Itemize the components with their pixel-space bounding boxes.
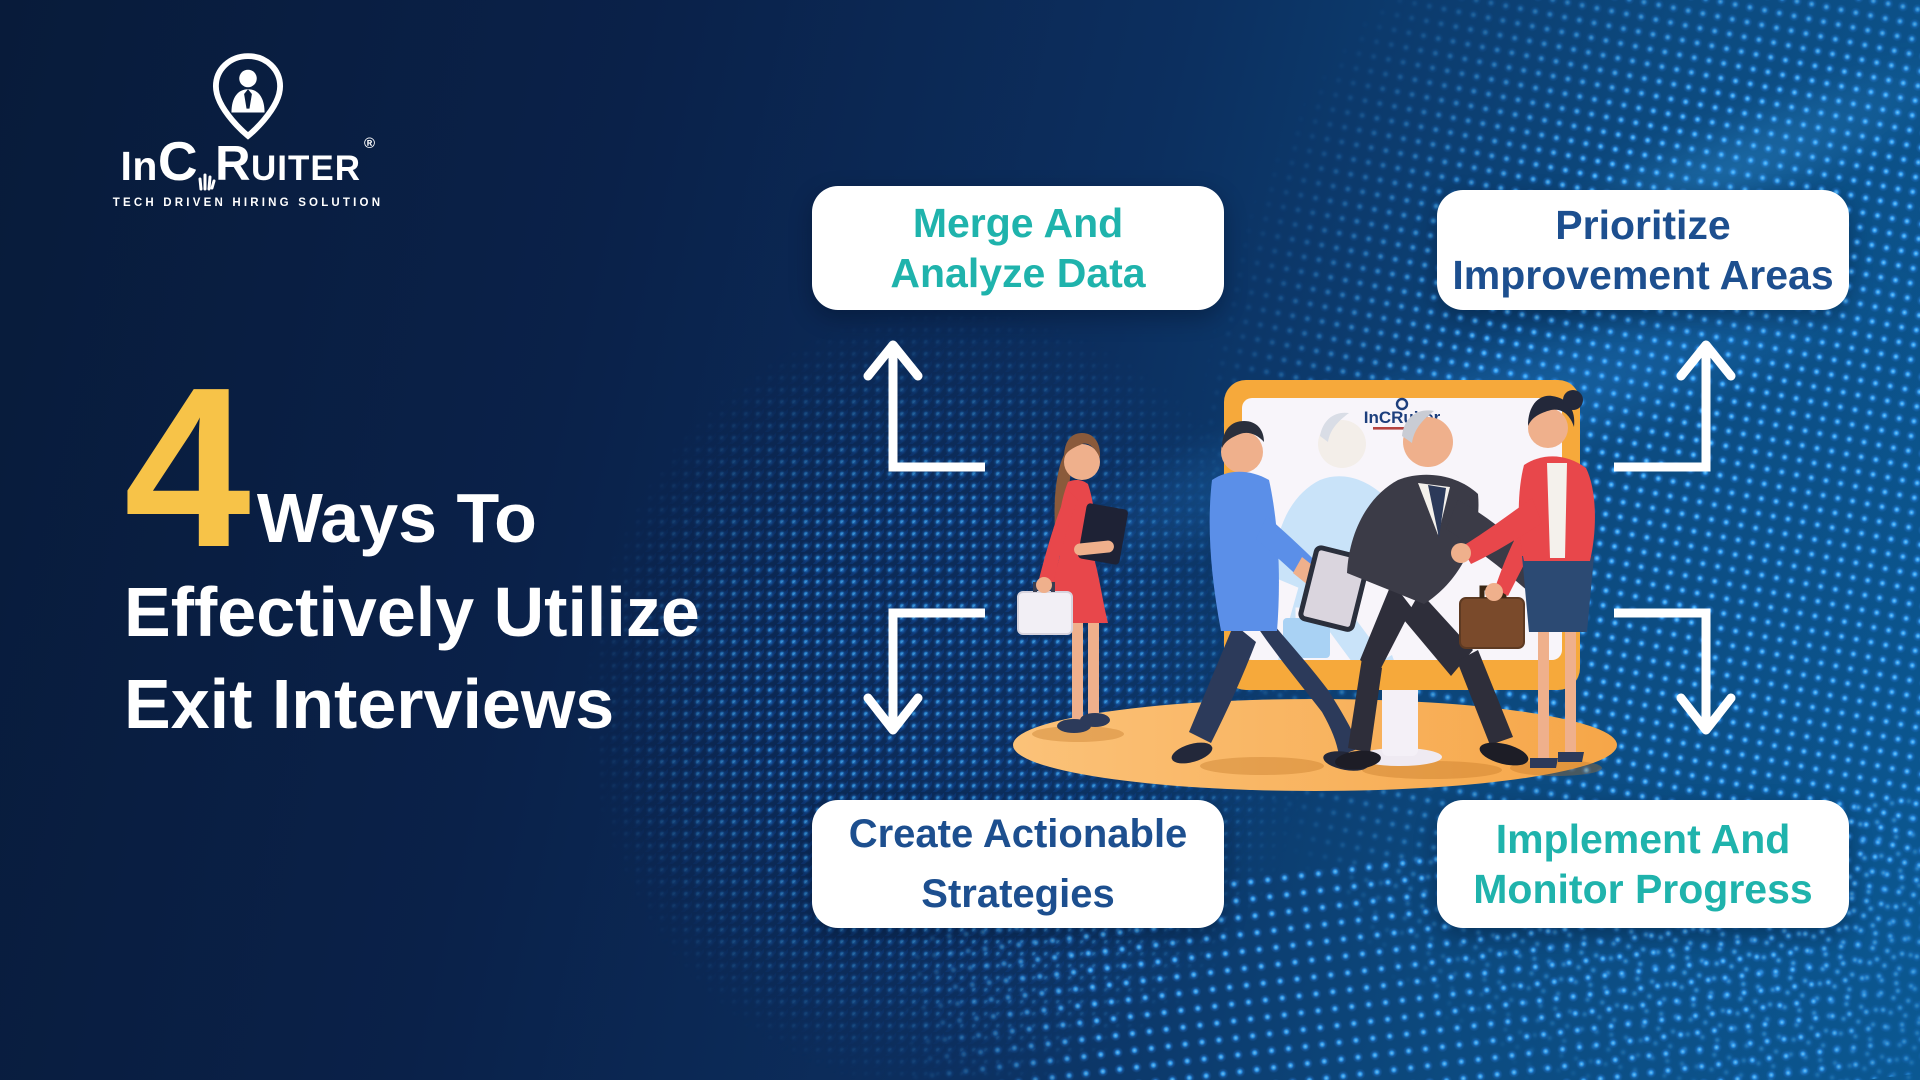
logo-tagline: TECH DRIVEN HIRING SOLUTION	[112, 197, 384, 209]
wordmark-c: C	[157, 130, 199, 192]
step-card-create-actionable-strategies: Create Actionable Strategies	[812, 800, 1224, 928]
step-label: Create Actionable	[848, 812, 1188, 856]
wordmark-r: R	[215, 137, 251, 191]
step-card-implement-and-monitor-progress: Implement And Monitor Progress	[1437, 800, 1849, 928]
exit-interview-illustration: InCRuiter	[1013, 380, 1617, 791]
step-label: Implement And	[1495, 815, 1791, 862]
title-number: 4	[124, 341, 251, 595]
step-card-prioritize-improvement-areas: Prioritize Improvement Areas	[1437, 190, 1849, 310]
title-line-2: Effectively Utilize	[124, 573, 700, 652]
hand-icon	[198, 173, 216, 191]
step-label: Strategies	[921, 872, 1115, 916]
man-blue-shirt	[1171, 421, 1371, 771]
step-label: Improvement Areas	[1452, 252, 1834, 298]
step-label: Monitor Progress	[1473, 866, 1813, 912]
woman-red-jacket	[1451, 390, 1595, 768]
wordmark-uiter: uiter	[251, 149, 361, 188]
step-card-merge-and-analyze-data: Merge And Analyze Data	[812, 186, 1224, 310]
platform	[1013, 699, 1617, 791]
title-line-1: Ways To	[256, 479, 537, 558]
incruiter-logo: InCRuiter® TECH DRIVEN HIRING SOLUTION	[108, 52, 388, 209]
arrow-up-right-icon	[1614, 340, 1736, 472]
step-label: Analyze Data	[890, 250, 1146, 296]
page-title: 4 Ways To Effectively Utilize Exit Inter…	[124, 341, 700, 744]
woman-red-dress	[1017, 433, 1128, 733]
arrow-up-left-icon	[863, 340, 985, 472]
registered-mark: ®	[364, 135, 376, 152]
location-pin-person-icon	[212, 53, 284, 140]
arrow-down-right-icon	[1614, 608, 1736, 735]
wordmark: InCRuiter®	[120, 130, 376, 192]
step-label: Merge And	[912, 199, 1124, 246]
title-line-3: Exit Interviews	[124, 665, 615, 744]
step-label: Prioritize	[1555, 201, 1731, 248]
arrow-down-left-icon	[863, 608, 985, 735]
wordmark-in: In	[120, 143, 158, 189]
